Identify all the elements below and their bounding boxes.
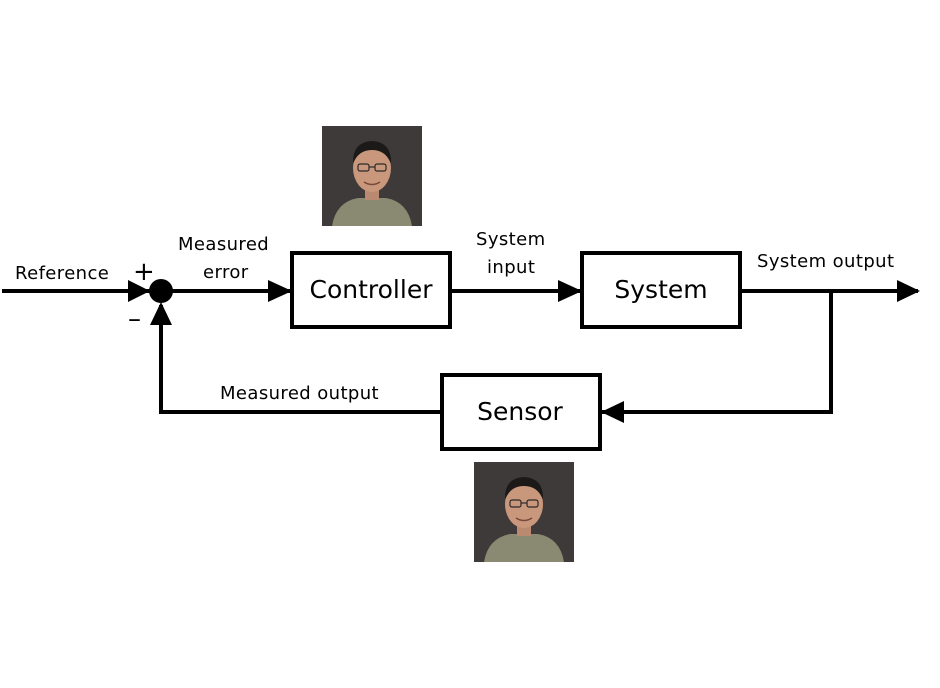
measured-output-label: Measured output [220, 383, 379, 404]
reference-arrowhead [128, 280, 150, 302]
system-output-label: System output [757, 251, 894, 272]
person-photo [322, 126, 422, 226]
sensor-block [440, 373, 602, 451]
person-portrait-icon [474, 462, 574, 562]
system-output-arrowhead [897, 280, 920, 302]
measured-error-label-line2: error [203, 262, 249, 283]
system-label: System [614, 275, 707, 304]
person-photo [474, 462, 574, 562]
measured-error-label-line1: Measured [178, 234, 269, 255]
feedback-line [602, 291, 833, 414]
system-input-label-line1: System [476, 229, 546, 250]
plus-sign: + [133, 257, 155, 287]
measured-output-arrowhead [150, 302, 172, 325]
sensor-label: Sensor [477, 397, 563, 426]
error-arrowhead [268, 280, 292, 302]
system-input-arrowhead [558, 280, 582, 302]
person-portrait-icon [322, 126, 422, 226]
controller-block [290, 251, 452, 329]
measured-output-line [159, 305, 442, 414]
reference-label: Reference [15, 263, 109, 284]
minus-sign: – [128, 304, 141, 334]
system-input-label-line2: input [487, 257, 535, 278]
sensor-arrowhead [601, 401, 624, 423]
controller-label: Controller [310, 275, 434, 304]
